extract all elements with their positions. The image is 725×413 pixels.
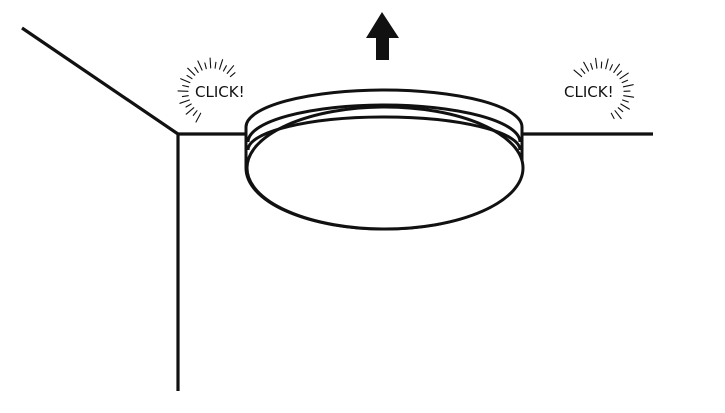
- burst-stroke: [194, 66, 199, 73]
- ceiling-lamp: [244, 88, 525, 231]
- burst-stroke: [229, 72, 236, 78]
- burst-stroke: [590, 62, 594, 70]
- burst-stroke: [573, 69, 583, 78]
- click-label-left: CLICK!: [195, 83, 245, 101]
- click-callout-right: CLICK!: [564, 57, 635, 120]
- burst-stroke: [619, 72, 629, 80]
- burst-stroke: [622, 84, 634, 88]
- burst-stroke: [186, 74, 193, 80]
- burst-stroke: [617, 107, 624, 113]
- burst-stroke: [222, 65, 227, 72]
- burst-stroke: [185, 103, 192, 108]
- burst-stroke: [623, 95, 635, 98]
- burst-stroke: [580, 68, 586, 74]
- click-callout-left: CLICK!: [177, 57, 245, 123]
- burst-stroke: [179, 99, 190, 104]
- ceiling-edge-left: [21, 26, 179, 136]
- burst-stroke: [605, 58, 609, 70]
- click-burst-icon: [177, 57, 236, 123]
- burst-stroke: [187, 67, 196, 76]
- burst-stroke: [613, 63, 621, 73]
- up-arrow-icon: [366, 12, 399, 60]
- lamp-diffuser: [245, 105, 525, 231]
- burst-stroke: [182, 84, 190, 88]
- lamp-groove: [246, 103, 522, 143]
- burst-stroke: [197, 60, 203, 71]
- burst-stroke: [214, 61, 217, 69]
- burst-stroke: [616, 70, 623, 76]
- burst-stroke: [209, 57, 212, 69]
- burst-stroke: [226, 65, 235, 74]
- burst-stroke: [192, 110, 198, 116]
- burst-stroke: [195, 112, 202, 123]
- burst-stroke: [180, 78, 191, 84]
- burst-stroke: [614, 110, 622, 120]
- burst-stroke: [181, 95, 189, 98]
- burst-stroke: [610, 112, 615, 120]
- burst-stroke: [595, 57, 598, 69]
- lamp-rim-front: [246, 115, 522, 151]
- burst-stroke: [204, 62, 207, 70]
- burst-stroke: [185, 107, 195, 115]
- burst-stroke: [622, 99, 629, 103]
- click-label-right: CLICK!: [564, 83, 614, 101]
- burst-stroke: [218, 59, 224, 70]
- click-burst-icon: [573, 57, 635, 120]
- burst-stroke: [609, 64, 613, 71]
- burst-stroke: [621, 79, 629, 84]
- burst-stroke: [583, 61, 590, 72]
- burst-stroke: [620, 103, 630, 110]
- ceiling-corner: [21, 26, 653, 391]
